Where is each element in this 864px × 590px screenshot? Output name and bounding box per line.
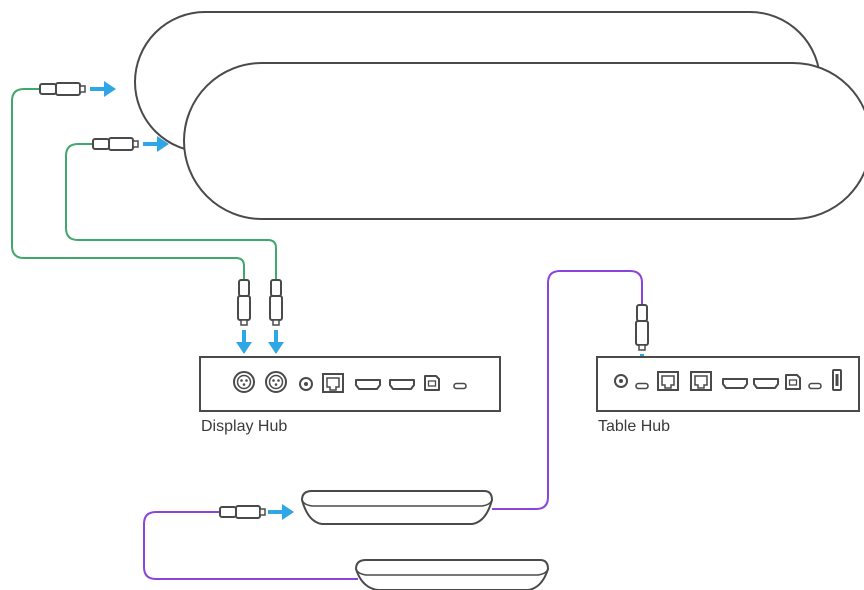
purple-cable-main	[492, 270, 643, 510]
ethernet-port-icon	[322, 373, 344, 393]
hdmi-port-icon	[753, 378, 779, 389]
front-speaker-bar	[183, 62, 864, 220]
usb-c-port-icon	[453, 382, 467, 390]
cable-plug-icon	[635, 304, 649, 351]
arrow-down-icon	[234, 328, 254, 356]
mic-pod-2	[355, 559, 549, 590]
table-hub	[596, 356, 860, 412]
xlr-port-icon	[233, 371, 255, 393]
hdmi-port-icon	[389, 379, 415, 390]
cable-plug-icon	[269, 279, 283, 326]
hdmi-port-icon	[722, 378, 748, 389]
cable-plug-icon	[92, 137, 139, 151]
display-hub	[199, 356, 501, 412]
audio-jack-icon	[299, 377, 313, 391]
cable-plug-icon	[219, 505, 266, 519]
xlr-port-icon	[265, 371, 287, 393]
hdmi-port-icon	[355, 379, 381, 390]
cable-plug-icon	[237, 279, 251, 326]
usb-c-port-icon	[808, 382, 822, 390]
arrow-right-icon	[266, 502, 296, 522]
mic-pod-1	[301, 490, 493, 525]
display-hub-label: Display Hub	[201, 418, 288, 435]
usb-c-port-icon	[635, 382, 649, 390]
ethernet-port-icon	[657, 371, 679, 391]
cable-plug-icon	[39, 82, 86, 96]
usb-b-port-icon	[785, 374, 801, 390]
arrow-down-icon	[266, 328, 286, 356]
green-cable-2	[65, 143, 277, 280]
arrow-right-icon	[88, 79, 118, 99]
audio-jack-icon	[614, 374, 628, 388]
usb-a-port-icon	[832, 369, 842, 391]
usb-b-port-icon	[424, 375, 440, 391]
ethernet-port-icon	[690, 371, 712, 391]
green-cable-1	[11, 88, 245, 280]
purple-cable-pods	[143, 511, 358, 580]
table-hub-label: Table Hub	[598, 418, 671, 435]
